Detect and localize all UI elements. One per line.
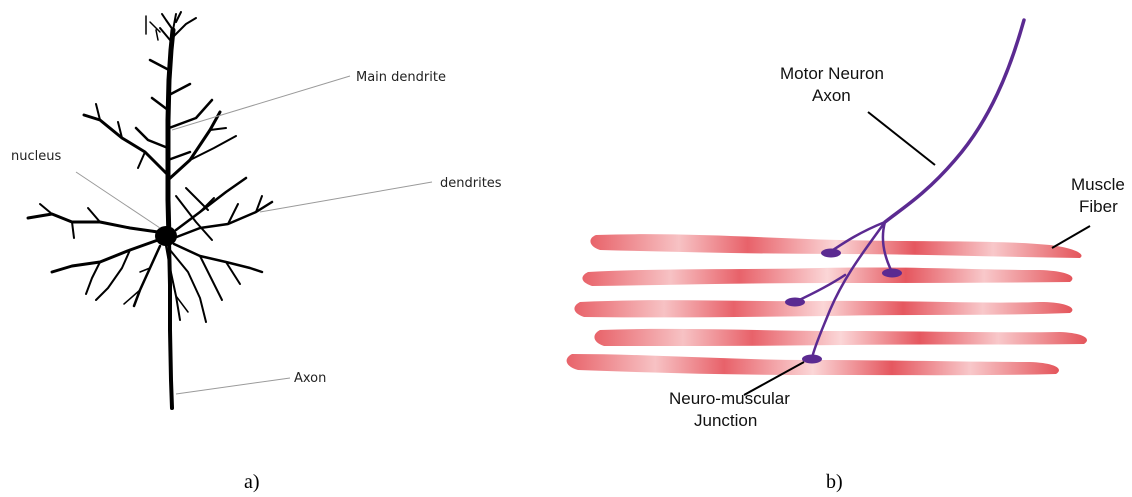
label-main-dendrite: Main dendrite — [356, 70, 446, 85]
pointer-dendrites — [260, 182, 432, 212]
muscle-fiber — [574, 300, 1072, 317]
junction-endplate — [785, 298, 805, 307]
pointer-main-dendrite — [172, 76, 350, 130]
label-motor-neuron-line2: Axon — [812, 86, 851, 105]
panel-a-pointers — [76, 76, 432, 394]
label-motor-neuron-line1: Motor Neuron — [780, 64, 884, 83]
junction-endplate — [802, 355, 822, 364]
label-junction-line2: Junction — [694, 411, 757, 430]
label-muscle-line1: Muscle — [1071, 175, 1125, 194]
label-junction-line1: Neuro-muscular — [669, 389, 790, 408]
muscle-fiber — [582, 267, 1072, 286]
label-axon: Axon — [294, 371, 326, 386]
caption-a: a) — [244, 471, 260, 493]
label-dendrites: dendrites — [440, 176, 502, 191]
muscle-fiber — [594, 329, 1087, 346]
junction-endplate — [882, 269, 902, 278]
leader-muscle-fiber — [1052, 226, 1090, 248]
panel-a-neuron: Main dendrite nucleus dendrites Axon a) — [11, 12, 502, 493]
neuron-trunk — [146, 12, 196, 408]
label-muscle-line2: Fiber — [1079, 197, 1118, 216]
caption-b: b) — [826, 471, 843, 493]
panel-b-neuromuscular: Motor Neuron Axon Muscle Fiber Neuro-mus… — [567, 20, 1125, 493]
leader-motor-neuron — [868, 112, 935, 165]
label-nucleus: nucleus — [11, 149, 61, 164]
junction-endplate — [821, 249, 841, 258]
basal-dendrites — [28, 178, 272, 322]
pointer-axon — [176, 378, 290, 394]
apical-branches — [84, 60, 236, 180]
pointer-nucleus — [76, 172, 160, 228]
